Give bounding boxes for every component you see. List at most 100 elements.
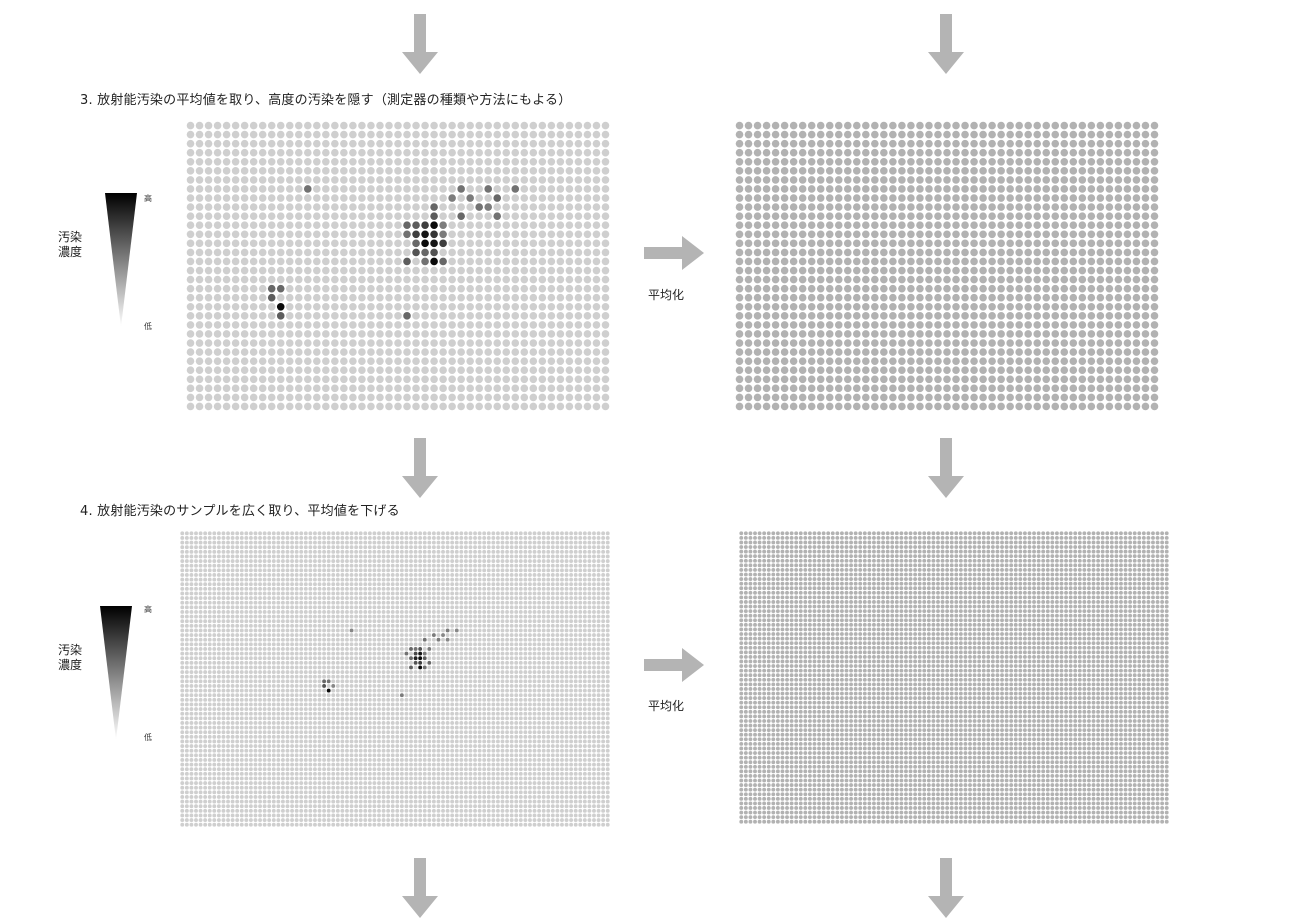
down-arrow-icon [928, 858, 964, 918]
sample-dot [367, 203, 375, 211]
sample-dot [258, 559, 262, 563]
sample-dot [907, 230, 915, 239]
sample-dot [276, 121, 285, 130]
sample-dot [753, 185, 762, 193]
sample-dot [267, 167, 276, 175]
sample-dot [505, 619, 509, 624]
sample-dot [340, 139, 348, 148]
sample-dot [583, 176, 592, 184]
sample-dot [409, 600, 413, 605]
sample-dot [925, 139, 933, 148]
sample-dot [528, 559, 532, 563]
sample-dot [285, 176, 294, 184]
sample-dot [529, 321, 538, 329]
sample-dot [294, 348, 303, 356]
sample-dot [294, 540, 299, 545]
sample-dot [180, 596, 185, 600]
sample-dot [390, 549, 395, 554]
sample-dot [349, 275, 357, 284]
sample-dot [376, 348, 384, 356]
sample-dot [907, 130, 915, 139]
sample-dot [970, 302, 978, 311]
sample-dot [271, 559, 276, 563]
sample-dot [271, 540, 276, 545]
sample-dot [789, 302, 798, 311]
sample-dot [762, 239, 771, 248]
sample-dot [583, 221, 592, 230]
sample-dot [381, 536, 386, 540]
sample-dot [412, 384, 420, 393]
sample-dot [226, 554, 230, 559]
sample-dot [1141, 384, 1150, 393]
sample-dot [299, 596, 304, 600]
sample-dot [281, 614, 285, 619]
sample-dot [436, 586, 441, 591]
sample-dot [601, 248, 610, 257]
sample-dot [1051, 275, 1060, 284]
sample-dot [376, 266, 384, 275]
sample-dot [1060, 139, 1069, 148]
sample-dot [1150, 293, 1159, 302]
sample-dot [555, 559, 560, 563]
sample-dot [184, 531, 189, 536]
sample-dot [439, 366, 447, 375]
sample-dot [493, 402, 502, 411]
sample-dot [457, 266, 465, 275]
sample-dot [322, 239, 330, 248]
legend-label-line1: 汚染 [58, 643, 83, 657]
sample-dot [363, 614, 368, 619]
sample-dot [180, 610, 185, 614]
sample-dot [409, 573, 413, 577]
sample-dot [780, 221, 789, 230]
sample-dot [529, 130, 538, 139]
sample-dot [537, 596, 542, 600]
sample-dot [560, 559, 564, 563]
sample-dot [780, 293, 789, 302]
sample-dot [500, 577, 505, 582]
sample-dot [564, 573, 569, 577]
sample-dot [547, 139, 556, 148]
sample-dot [441, 531, 445, 536]
sample-dot [239, 559, 244, 563]
sample-dot [367, 393, 375, 402]
sample-dot [961, 121, 969, 130]
sample-dot [184, 600, 189, 605]
sample-dot [431, 554, 436, 559]
sample-dot [491, 568, 496, 573]
sample-dot [412, 312, 420, 320]
sample-dot [556, 203, 565, 211]
sample-dot [744, 275, 753, 284]
sample-dot [798, 339, 807, 347]
sample-dot [1042, 402, 1051, 411]
sample-dot [1114, 157, 1123, 166]
sample-dot [267, 577, 272, 582]
sample-dot [322, 139, 330, 148]
sample-dot [394, 302, 402, 311]
sample-dot [207, 605, 212, 610]
sample-dot [240, 302, 249, 311]
sample-dot [441, 577, 445, 582]
sample-dot [532, 600, 537, 605]
sample-dot [523, 554, 528, 559]
sample-dot [1141, 230, 1150, 239]
sample-dot [529, 121, 538, 130]
sample-dot [934, 321, 942, 329]
sample-dot [466, 330, 474, 338]
sample-dot [240, 275, 249, 284]
sample-dot [403, 248, 411, 257]
sample-dot [547, 266, 556, 275]
sample-dot [226, 549, 230, 554]
sample-dot [195, 266, 204, 275]
sample-dot [573, 568, 578, 573]
sample-dot [349, 384, 357, 393]
sample-dot [596, 554, 601, 559]
sample-dot [281, 596, 285, 600]
sample-dot [880, 266, 888, 275]
sample-dot [231, 302, 240, 311]
sample-dot [825, 139, 834, 148]
sample-dot [198, 540, 203, 545]
sample-dot [592, 130, 601, 139]
sample-dot [345, 596, 349, 600]
sample-dot [509, 573, 514, 577]
sample-dot [390, 600, 395, 605]
